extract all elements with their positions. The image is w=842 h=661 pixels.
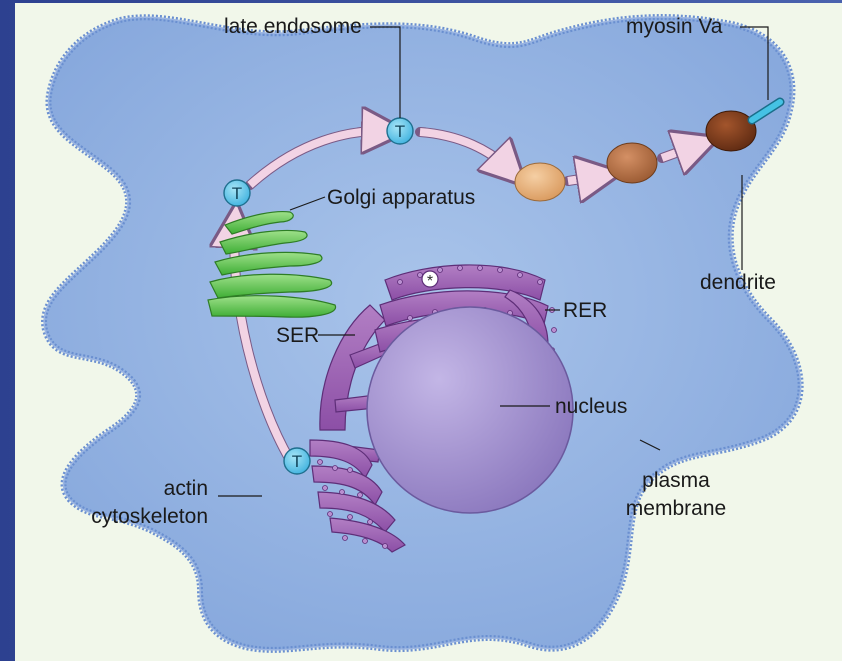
label-cytoskeleton: cytoskeleton <box>91 505 208 528</box>
svg-text:T: T <box>232 184 242 203</box>
svg-text:T: T <box>395 122 405 141</box>
label-myosin-va: myosin Va <box>626 15 723 38</box>
t-marker-er: T <box>284 448 310 474</box>
t-marker-golgi: T <box>224 180 250 206</box>
label-dendrite: dendrite <box>700 271 776 294</box>
melanosome-early <box>515 163 565 201</box>
label-plasma: plasma <box>642 469 710 492</box>
t-marker-late-endosome: T <box>387 118 413 144</box>
label-golgi-apparatus: Golgi apparatus <box>327 186 475 209</box>
melanosome-intermediate <box>607 143 657 183</box>
label-membrane: membrane <box>626 497 726 520</box>
label-actin: actin <box>164 477 208 500</box>
label-late-endosome: late endosome <box>224 15 362 38</box>
svg-text:T: T <box>292 452 302 471</box>
label-nucleus: nucleus <box>555 395 627 418</box>
label-rer: RER <box>563 299 607 322</box>
svg-text:*: * <box>427 273 433 290</box>
melanosome-mature <box>706 111 756 151</box>
nucleus <box>367 307 573 513</box>
label-ser: SER <box>276 324 319 347</box>
